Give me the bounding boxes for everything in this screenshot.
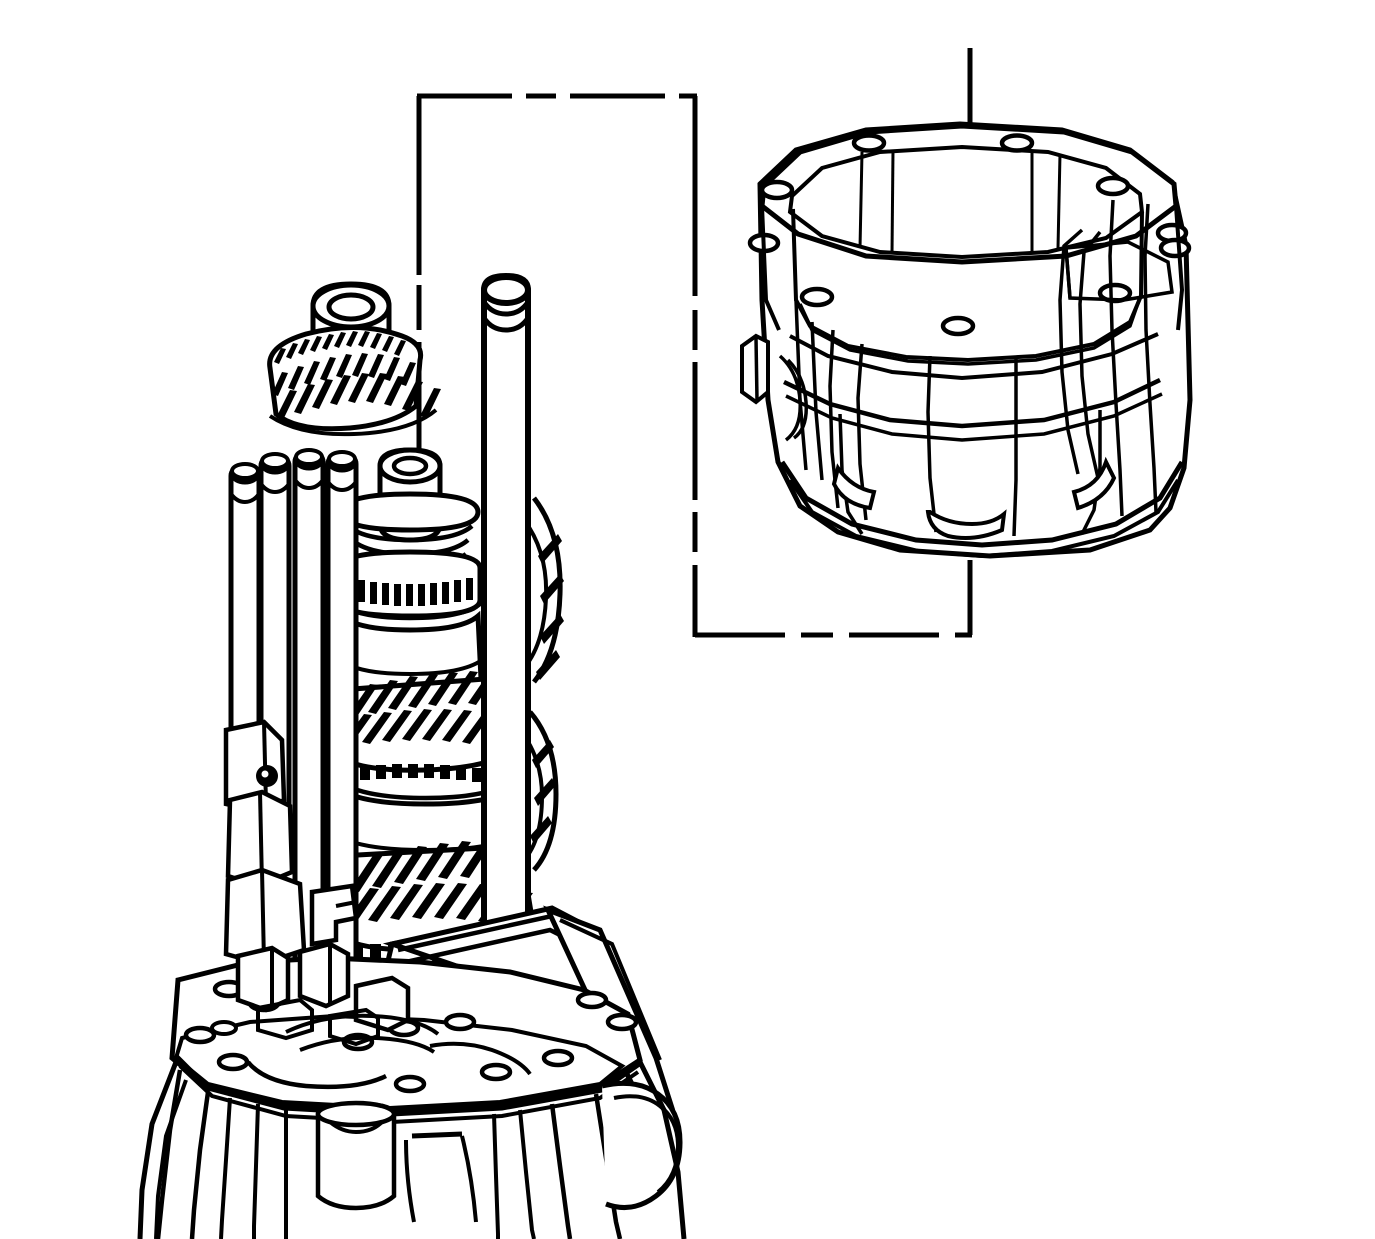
case-bolt-holes — [747, 133, 1192, 337]
shift-fork-bracket — [223, 719, 359, 967]
rear-gear-arcs — [518, 496, 564, 872]
front-transmission-case — [137, 941, 687, 1239]
upper-input-gear — [267, 281, 441, 437]
gear-teeth-upper — [272, 331, 441, 420]
case-guide-pin — [481, 272, 531, 962]
rear-case-housing — [740, 121, 1193, 559]
assembly-bracket — [416, 93, 973, 638]
mainshaft-bearing-hub — [337, 447, 483, 621]
